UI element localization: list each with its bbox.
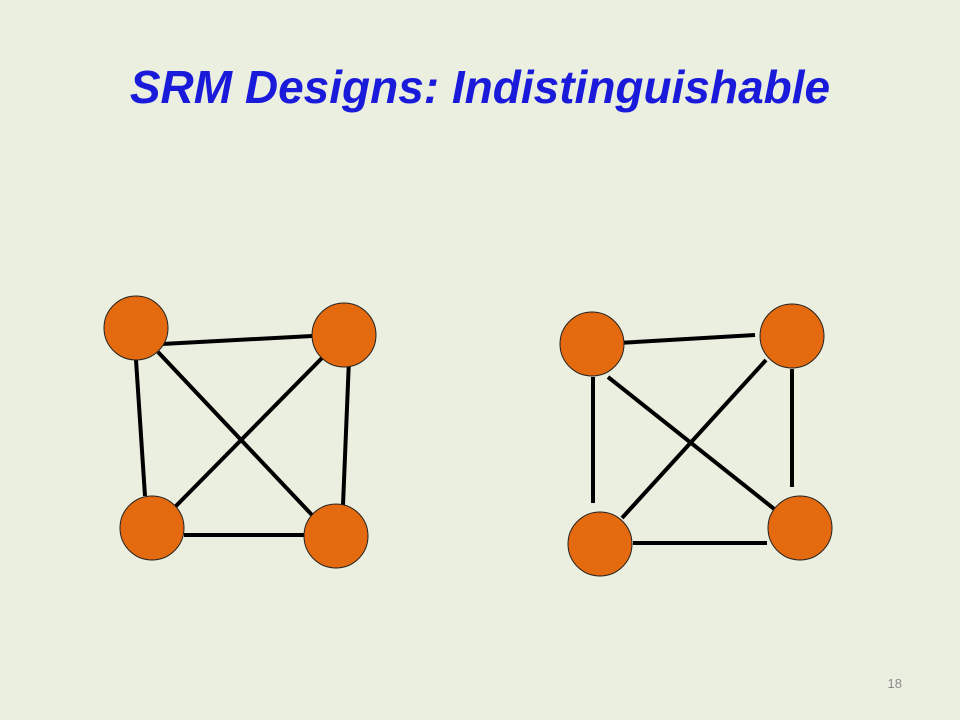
left-node-bottom-right: [303, 503, 369, 569]
left-node-bottom-left: [119, 495, 185, 561]
slide-title: SRM Designs: Indistinguishable: [129, 61, 831, 113]
left-node-top-right: [311, 302, 377, 368]
left-graph: [103, 295, 377, 569]
left-edge-top-right-bottom-left: [173, 356, 324, 509]
right-node-bottom-right: [767, 495, 833, 561]
right-edge-top-left-top-right: [617, 333, 756, 345]
right-graph: [559, 303, 833, 577]
left-edge-top-left-top-right: [161, 334, 313, 346]
page-number: 18: [887, 676, 902, 691]
left-node-top-left: [103, 295, 169, 361]
right-edge-top-right-bottom-left: [620, 358, 768, 520]
left-edge-top-left-bottom-right: [156, 350, 314, 517]
right-node-top-right: [759, 303, 825, 369]
right-node-bottom-left: [567, 511, 633, 577]
left-edge-top-left-bottom-left: [134, 359, 147, 497]
right-node-top-left: [559, 311, 625, 377]
right-edge-top-left-bottom-right: [606, 375, 780, 514]
left-edge-top-right-bottom-right: [341, 358, 351, 506]
